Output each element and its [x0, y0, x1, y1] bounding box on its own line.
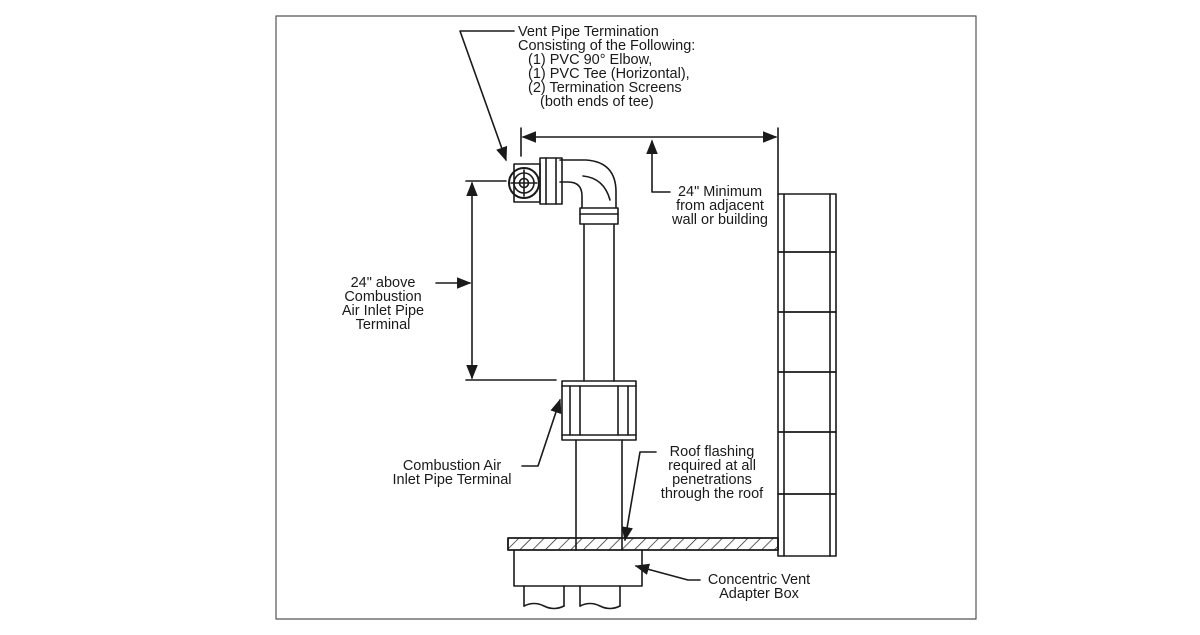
- inlet-terminal: [561, 380, 637, 441]
- tee-coupling: [539, 157, 563, 205]
- leader-inlet-terminal: [521, 398, 562, 467]
- adjacent-wall: [777, 193, 837, 557]
- pipe-coupling: [579, 207, 619, 225]
- inlet-terminal-label: Combustion Air Inlet Pipe Terminal: [392, 458, 512, 488]
- inlet-pipe: [575, 439, 623, 551]
- lower-pipes: [523, 585, 621, 610]
- pvc-elbow: [559, 159, 617, 209]
- adapter-box-label: Concentric Vent Adapter Box: [707, 572, 811, 602]
- leader-min-distance: [646, 139, 671, 193]
- outer-frame: [275, 15, 977, 620]
- vent-pipe: [583, 223, 615, 382]
- dimension-wall-clearance: [520, 127, 779, 195]
- min-distance-label: 24" Minimum from adjacent wall or buildi…: [672, 184, 768, 228]
- leader-roof-flashing: [621, 451, 657, 542]
- leader-adapter-box: [634, 563, 701, 581]
- leader-vent-termination: [459, 30, 515, 162]
- adapter-box: [513, 549, 643, 587]
- dimension-above-inlet: [465, 180, 557, 381]
- above-inlet-label: 24" above Combustion Air Inlet Pipe Term…: [341, 275, 425, 333]
- roof-flashing-label: Roof flashing required at all penetratio…: [660, 444, 764, 502]
- roof-deck: [507, 537, 779, 551]
- vent-termination-label: Vent Pipe Termination Consisting of the …: [518, 24, 696, 110]
- termination-screen: [508, 167, 540, 199]
